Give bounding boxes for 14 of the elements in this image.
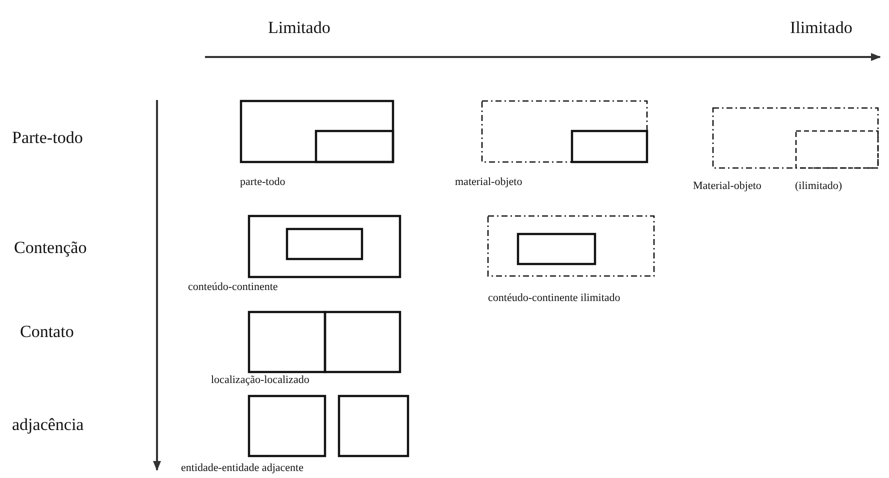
figure-caption: parte-todo — [240, 176, 286, 188]
figure-caption: Material-objeto — [693, 180, 762, 192]
figure-caption: material-objeto — [455, 176, 522, 188]
column-heading: Ilimitado — [790, 18, 852, 38]
figure-caption: localização-localizado — [211, 374, 310, 386]
column-heading: Limitado — [268, 18, 330, 38]
figure-caption: contéudo-continente ilimitado — [488, 292, 620, 304]
row-label: Contenção — [14, 238, 87, 258]
figure-caption: conteúdo-continente — [188, 281, 278, 293]
figure-caption: (ilimitado) — [795, 180, 842, 192]
row-label: Parte-todo — [12, 128, 83, 148]
figure-caption: entidade-entidade adjacente — [181, 462, 304, 474]
row-label: Contato — [20, 322, 74, 342]
row-label: adjacência — [12, 415, 84, 435]
